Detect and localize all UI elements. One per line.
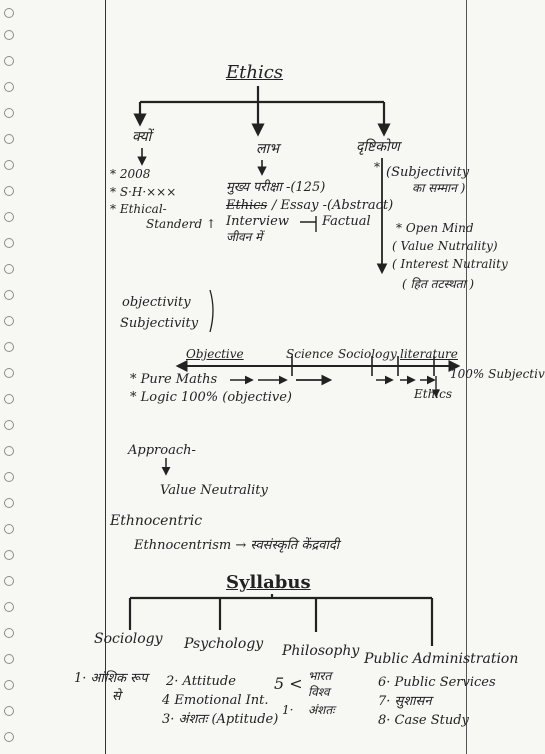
labh-essay: / Essay -(Abstract) [272, 198, 394, 213]
philosophy-split: 5 < [274, 674, 303, 693]
kyo-item: Standerd ↑ [146, 217, 216, 231]
right-margin-line [466, 0, 467, 754]
ethnocentric-title: Ethnocentric [110, 513, 203, 529]
labh-jeevan: जीवन में [226, 230, 263, 244]
subject-public-administration: Public Administration [364, 651, 519, 667]
sociology-item: से [112, 689, 121, 704]
sociology-item: 1· आंशिक रूप [74, 671, 148, 686]
drishti-samman: का सम्मान ) [412, 181, 466, 195]
pure-maths: * Pure Maths [130, 372, 218, 387]
labh-factual: Factual [322, 214, 371, 229]
subject-psychology: Psychology [184, 636, 264, 652]
left-margin-line [105, 0, 106, 754]
public-admin-item: 7· सुशासन [378, 694, 432, 709]
drishti-interest-neutrality: ( Interest Nutrality [392, 257, 508, 271]
philosophy-bharat: भारत [308, 669, 332, 683]
spectrum-ethics: Ethics [414, 387, 453, 401]
drishti-subjectivity: (Subjectivity [386, 165, 470, 180]
kyo-item: * 2008 [110, 167, 151, 181]
kyo-item: * S·H·××× [110, 185, 177, 199]
subjectivity-label: Subjectivity [120, 316, 199, 331]
notebook-page: Ethics क्यों लाभ दृष्टिकोण * 2008 * S·H·… [4, 0, 545, 754]
philosophy-anshtah: अंशतः [308, 703, 335, 717]
diagram-lines [128, 86, 461, 646]
branch-drishtikon: दृष्टिकोण [356, 139, 400, 155]
psychology-item: 3· अंशतः (Aptitude) [162, 712, 279, 727]
spectrum-literature: literature [400, 347, 458, 361]
drishti-value-neutrality: ( Value Nutrality) [392, 239, 498, 253]
approach-value: Value Neutrality [160, 483, 268, 498]
labh-interview: Interview [226, 214, 289, 229]
approach-label: Approach- [128, 443, 196, 458]
page-title: Ethics [226, 62, 284, 83]
branch-kyo: क्यों [132, 129, 152, 145]
subject-philosophy: Philosophy [282, 643, 360, 659]
psychology-item: 4 Emotional Int. [162, 693, 269, 708]
philosophy-vishwa: विश्व [308, 685, 330, 699]
public-admin-item: 8· Case Study [378, 713, 469, 728]
labh-ethics: Ethics [226, 198, 268, 213]
spectrum-sociology: Sociology [338, 347, 397, 361]
drishti-hit: ( हित तटस्थता ) [402, 277, 475, 291]
public-admin-item: 6· Public Services [378, 675, 496, 690]
syllabus-title: Syllabus [226, 572, 311, 593]
spectrum-objective: Objective [186, 347, 244, 361]
drishti-open-mind: * Open Mind [396, 221, 474, 235]
psychology-item: 2· Attitude [166, 674, 236, 689]
kyo-item: * Ethical- [110, 202, 167, 216]
philosophy-number: 1· [282, 703, 294, 717]
subject-sociology: Sociology [94, 631, 163, 647]
star-mark: * [374, 160, 380, 174]
objectivity-label: objectivity [122, 295, 191, 310]
spectrum-science: Science [286, 347, 334, 361]
branch-labh: लाभ [256, 141, 279, 157]
spectrum-subjective-end: 100% Subjectiv [450, 367, 545, 381]
labh-mukhya: मुख्य परीक्षा -(125) [226, 180, 326, 195]
ethnocentrism-line: Ethnocentrism → स्वसंस्कृति केंद्रवादी [134, 538, 340, 553]
logic-objective: * Logic 100% (objective) [130, 390, 292, 405]
